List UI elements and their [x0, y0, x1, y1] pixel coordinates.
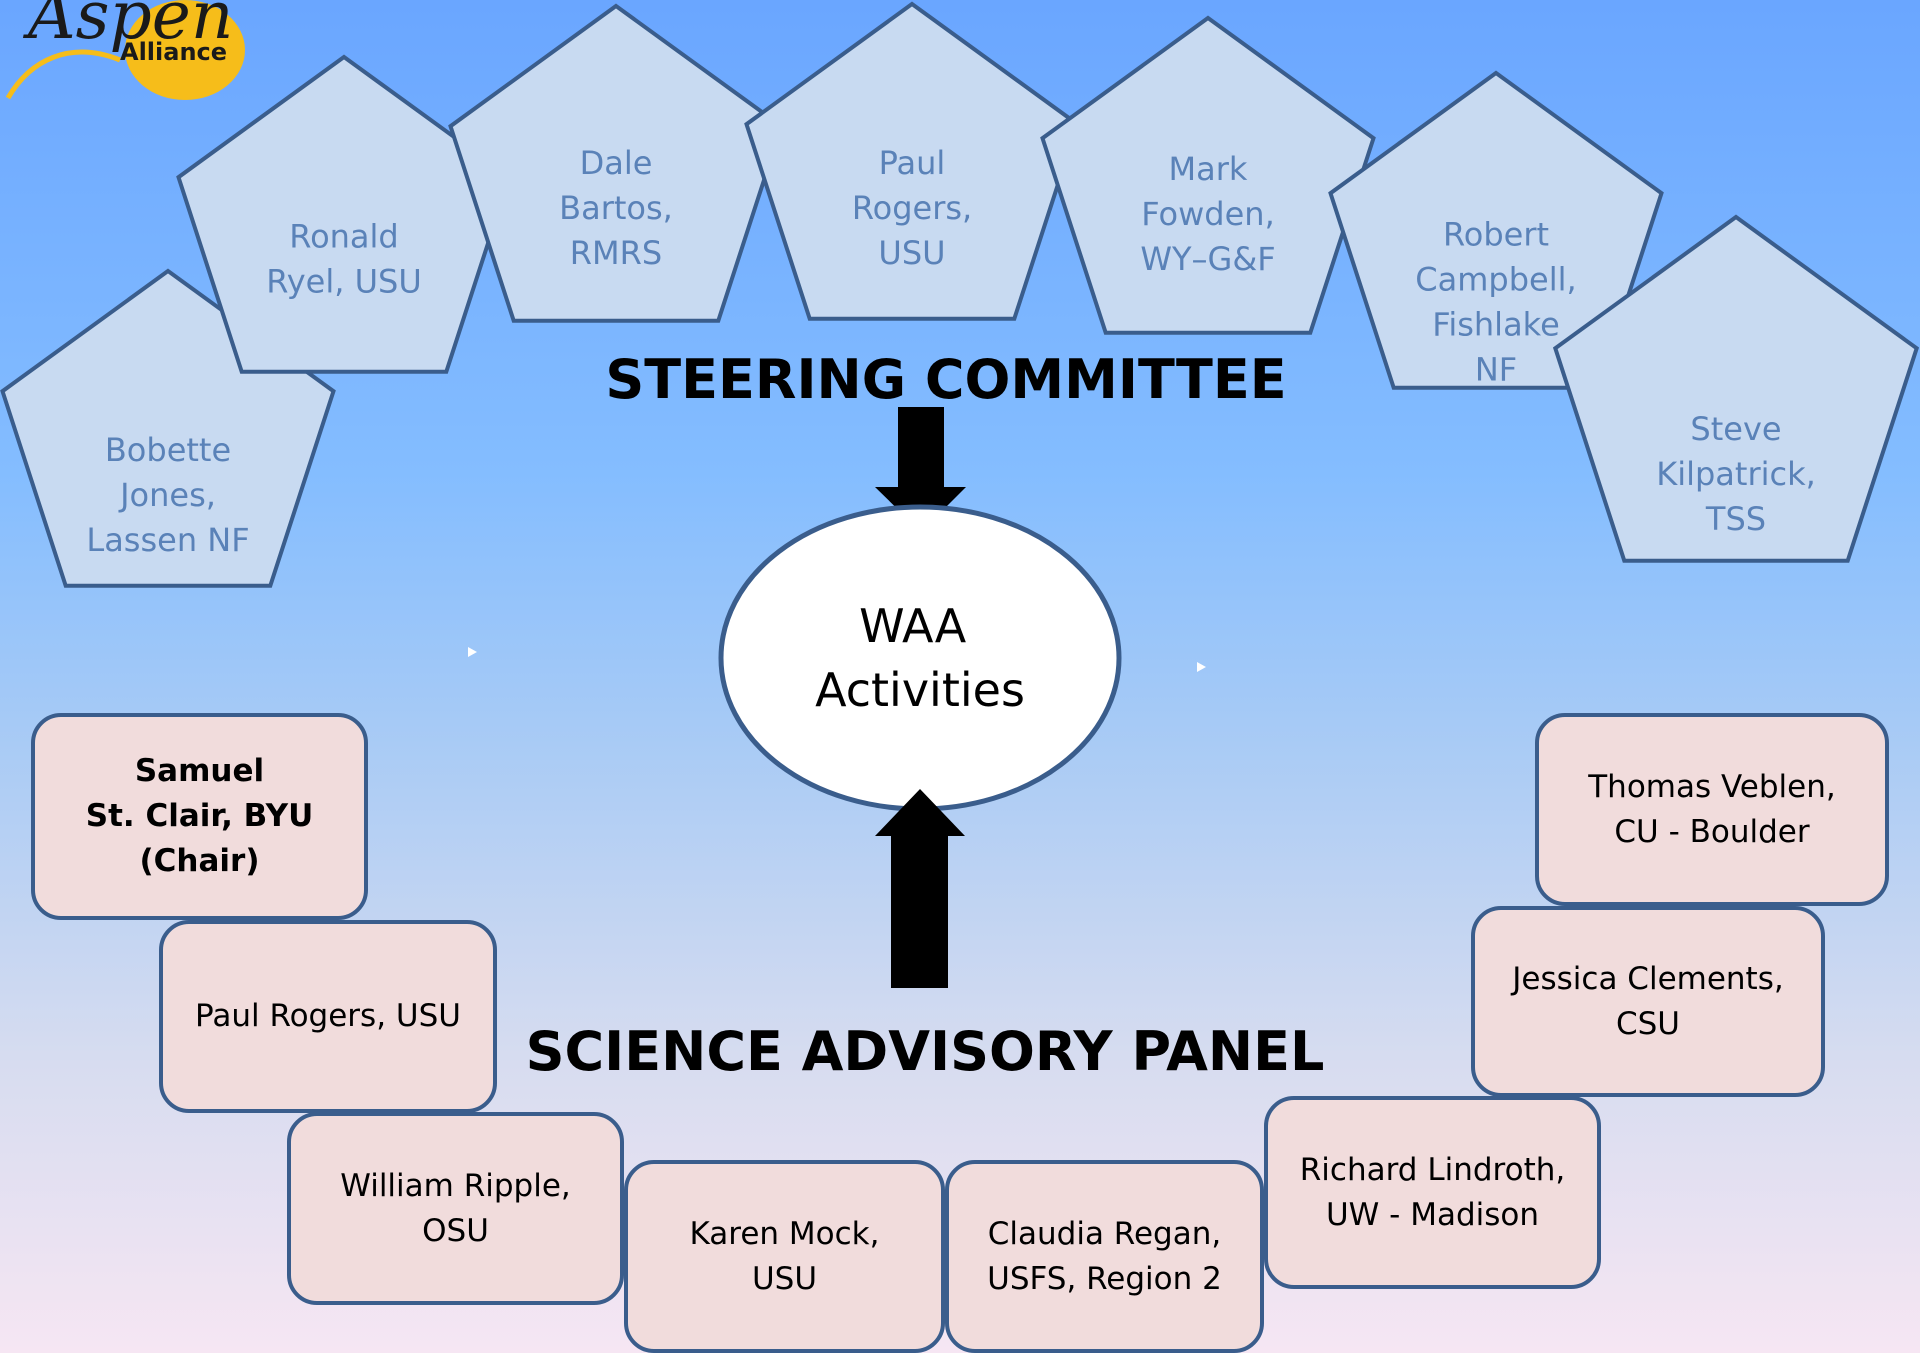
steering-member-line: Fishlake: [1432, 306, 1560, 344]
steering-member-line: Campbell,: [1415, 261, 1576, 299]
steering-member-line: WY–G&F: [1140, 240, 1275, 278]
steering-member-line: Bobette: [105, 431, 231, 469]
steering-member-line: Ryel, USU: [266, 263, 422, 301]
center-line: Activities: [815, 663, 1025, 717]
waa-activities-label: WAA Activities: [815, 599, 1025, 717]
steering-member-line: Kilpatrick,: [1656, 455, 1816, 493]
panel-member-box: Karen Mock, USU: [624, 1160, 945, 1353]
steering-member-line: USU: [878, 234, 945, 272]
logo-sun-shape: [125, 0, 245, 100]
steering-member-pentagon: [176, 54, 512, 374]
steering-member-pentagon: [1552, 214, 1920, 563]
marker-icon: [1197, 662, 1206, 672]
waa-activities-ellipse: [718, 504, 1122, 812]
marker-icon: [468, 647, 477, 657]
steering-member-line: RMRS: [570, 234, 662, 272]
aspen-alliance-logo: Aspen Alliance: [5, 0, 245, 100]
panel-member-box: Jessica Clements, CSU: [1471, 906, 1825, 1097]
up-arrow-icon: [875, 789, 965, 988]
logo-swoosh: [5, 49, 121, 100]
panel-member-box: Claudia Regan, USFS, Region 2: [945, 1160, 1264, 1353]
steering-member-line: Dale: [580, 144, 653, 182]
panel-member-box: Samuel St. Clair, BYU (Chair): [31, 713, 368, 920]
panel-member-box: Richard Lindroth, UW - Madison: [1264, 1096, 1601, 1289]
steering-member-line: Mark: [1169, 150, 1248, 188]
science-advisory-panel-heading: SCIENCE ADVISORY PANEL: [526, 1020, 1325, 1083]
steering-member-line: Rogers,: [852, 189, 972, 227]
steering-member-line: Paul: [879, 144, 946, 182]
steering-member-pentagon: [1328, 70, 1664, 390]
steering-member-line: Jones,: [118, 476, 216, 514]
steering-committee-heading: STEERING COMMITTEE: [605, 348, 1286, 411]
panel-member-box: Thomas Veblen, CU - Boulder: [1535, 713, 1889, 906]
logo-word: Alliance: [120, 38, 227, 66]
center-line: WAA: [859, 599, 967, 653]
logo-script-text: Aspen: [22, 0, 233, 54]
steering-member-line: Robert: [1443, 216, 1549, 254]
steering-member-pentagon: [448, 3, 784, 323]
panel-member-box: Paul Rogers, USU: [159, 920, 497, 1113]
steering-member-line: Steve: [1690, 410, 1781, 448]
steering-member-line: Ronald: [289, 218, 398, 256]
down-arrow-icon: [875, 407, 966, 532]
steering-member-line: TSS: [1705, 500, 1766, 538]
steering-member-line: Fowden,: [1141, 195, 1274, 233]
steering-member-pentagon: [744, 1, 1080, 321]
panel-member-box: William Ripple, OSU: [287, 1112, 624, 1305]
steering-member-pentagon: [1040, 15, 1376, 335]
steering-member-line: NF: [1475, 351, 1517, 389]
steering-member-line: Lassen NF: [86, 521, 249, 559]
steering-member-line: Bartos,: [559, 189, 673, 227]
